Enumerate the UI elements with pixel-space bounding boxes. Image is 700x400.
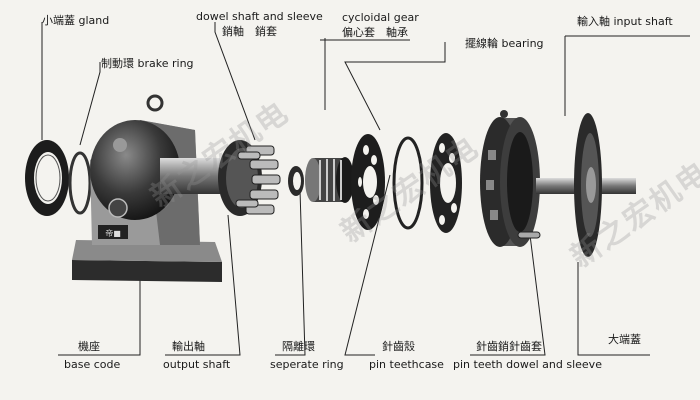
eccentric-bearing-part: [305, 157, 354, 203]
label-output-en: output shaft: [163, 358, 231, 371]
leader-seperate: [275, 189, 306, 356]
label-cycloidal-cn: 偏心套 軸承: [342, 26, 408, 39]
label-base-en: base code: [64, 358, 121, 371]
label-bearing: 擺線輪 bearing: [465, 37, 544, 50]
label-seperate-en: seperate ring: [270, 358, 344, 371]
label-input-shaft: 輸入軸 input shaft: [577, 15, 673, 28]
label-brake-ring: 制動環 brake ring: [101, 57, 194, 70]
leader-lines: [41, 22, 690, 356]
label-base-cn: 機座: [78, 340, 100, 353]
base-housing-part: 帝■: [72, 94, 222, 282]
label-end-cover-cn: 大端蓋: [608, 333, 641, 346]
motor-plate-label: 帝■: [105, 228, 121, 238]
label-pinteeth-en: pin teethcase: [369, 358, 444, 371]
label-gland: 小端蓋 gland: [42, 14, 110, 27]
input-shaft-part: [536, 113, 636, 257]
pin-teeth-case-ring: [392, 136, 424, 230]
cycloidal-disc-part: [351, 134, 385, 230]
brake-ring-part: [68, 151, 92, 215]
gland-part: [25, 140, 69, 216]
label-dowel-cn: 銷軸 銷套: [222, 25, 277, 38]
leader-end-cover: [577, 262, 650, 356]
pin-housing-part: [480, 110, 541, 247]
label-cycloidal-title: cycloidal gear: [342, 11, 419, 24]
leader-brake-ring: [79, 62, 101, 146]
label-seperate-cn: 隔離環: [282, 340, 315, 353]
leader-output: [165, 214, 241, 356]
label-dowel-sleeve-cn: 針齒銷針齒套: [476, 340, 542, 353]
label-pinteeth-cn: 針齒殼: [382, 340, 415, 353]
label-dowel-sleeve-en: pin teeth dowel and sleeve: [453, 358, 602, 371]
leader-pinteeth: [344, 174, 391, 356]
leader-dowel-sleeve: [470, 234, 546, 356]
label-dowel-title: dowel shaft and sleeve: [196, 10, 323, 23]
leader-bearing: [344, 42, 446, 131]
leader-dowel: [214, 22, 256, 141]
label-output-cn: 輸出軸: [172, 340, 205, 353]
dowel-pins: [235, 145, 281, 215]
seperate-ring-part: [288, 166, 304, 196]
cycloidal-disc-2-part: [430, 133, 462, 233]
leader-base: [58, 265, 141, 356]
